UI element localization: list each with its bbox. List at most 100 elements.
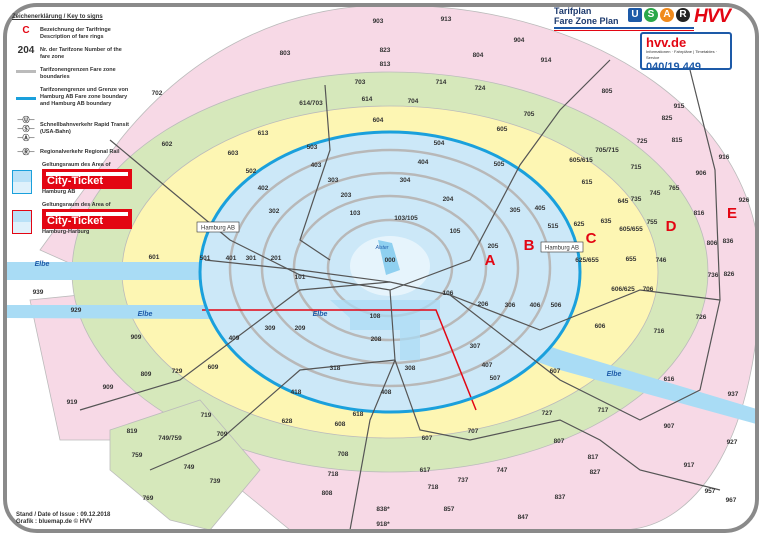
zone-label: 704 xyxy=(408,98,419,105)
zone-label: 504 xyxy=(434,140,445,147)
zone-label: 838* xyxy=(376,506,390,513)
elbe-label-center: Elbe xyxy=(313,311,328,318)
elbe-label-west: Elbe xyxy=(35,261,50,268)
zone-label: 819 xyxy=(127,428,138,435)
zone-label: 402 xyxy=(258,185,269,192)
zone-label: 749 xyxy=(184,464,195,471)
zone-label: 827 xyxy=(590,469,601,476)
zone-label: 617 xyxy=(420,467,431,474)
zone-label: 739 xyxy=(210,478,221,485)
zone-label: 209 xyxy=(295,325,306,332)
zone-label: 515 xyxy=(548,223,559,230)
elbe-river xyxy=(7,262,755,425)
zone-label: 103 xyxy=(350,210,361,217)
info-box: hvv.de Informationen · Fahrpläne | Timet… xyxy=(640,32,732,73)
zone-label: 759 xyxy=(132,452,143,459)
zone-label: 826 xyxy=(724,271,735,278)
zone-label: 601 xyxy=(149,254,160,261)
r-bahn-icon: R xyxy=(676,8,690,22)
zone-label: 918* xyxy=(376,521,390,528)
ab-boundary-line-icon xyxy=(16,97,36,100)
zone-label: 825 xyxy=(662,115,673,122)
zone-label: 957 xyxy=(705,488,716,495)
hamburg-harburg-boundary xyxy=(202,309,477,411)
zone-label: 502 xyxy=(246,168,257,175)
zone-label: 655 xyxy=(626,256,637,263)
zone-label: 625 xyxy=(574,221,585,228)
page-title: Tarifplan Fare Zone Plan xyxy=(554,6,619,26)
svg-text:Hamburg AB: Hamburg AB xyxy=(545,246,579,252)
services-text: Informationen · Fahrpläne | Timetables ·… xyxy=(646,49,718,60)
zone-label: 208 xyxy=(371,336,382,343)
city-ticket-label: City-Ticket xyxy=(47,215,104,227)
ring-symbol: C xyxy=(22,25,30,36)
hamburg-ab-swatch xyxy=(12,170,32,194)
zone-label: 406 xyxy=(530,302,541,309)
zone-label: 204 xyxy=(443,196,454,203)
zone-label: 709 xyxy=(217,431,228,438)
zone-label: 808 xyxy=(322,490,333,497)
zone-label: 815 xyxy=(672,137,683,144)
zone-label: 645 xyxy=(618,198,629,205)
zone-label: 608 xyxy=(335,421,346,428)
u-bahn-icon: U xyxy=(628,8,642,22)
title-de: Tarifplan xyxy=(554,6,592,16)
zone-label: 308 xyxy=(405,365,416,372)
zone-label: 727 xyxy=(542,410,553,417)
zone-label: 705 xyxy=(524,111,535,118)
zone-label: 909 xyxy=(103,384,114,391)
area2-name: Hamburg-Harburg xyxy=(42,229,90,235)
zone-label: 108 xyxy=(370,313,381,320)
zone-label: 718 xyxy=(328,471,339,478)
zone-label: 418 xyxy=(291,389,302,396)
ab-boundary-text: Tarifzonengrenze und Grenze von Hamburg … xyxy=(40,87,129,107)
city-ticket-label: City-Ticket xyxy=(47,175,104,187)
title-en: Fare Zone Plan xyxy=(554,16,619,26)
zone-label: 729 xyxy=(172,368,183,375)
zone-label: 615 xyxy=(582,179,593,186)
svg-text:Hamburg AB: Hamburg AB xyxy=(201,226,235,232)
zone-label: 907 xyxy=(664,423,675,430)
zone-label: 747 xyxy=(497,467,508,474)
area2-label: Geltungsraum des Area of xyxy=(42,202,111,208)
zone-label: 628 xyxy=(282,418,293,425)
zone-label: 823 xyxy=(380,47,391,54)
zone-label: 927 xyxy=(727,439,738,446)
zone-label: 405 xyxy=(535,205,546,212)
zone-label: 703 xyxy=(355,79,366,86)
zone-label: 307 xyxy=(470,343,481,350)
zone-label: 937 xyxy=(728,391,739,398)
zone-label: 904 xyxy=(514,37,525,44)
alster-label: Alster xyxy=(375,245,389,251)
zone-label: 717 xyxy=(598,407,609,414)
zone-label: 816 xyxy=(694,210,705,217)
zone-label: 769 xyxy=(143,495,154,502)
zone-label: 507 xyxy=(490,375,501,382)
zone-label: 708 xyxy=(338,451,349,458)
zone-labels: 000101103103/105105106108201203204205206… xyxy=(33,16,750,528)
zone-label: 616 xyxy=(664,376,675,383)
zone-label: 906 xyxy=(696,170,707,177)
zone-label: 301 xyxy=(246,255,257,262)
zone-label: 706 xyxy=(643,286,654,293)
zone-label: 857 xyxy=(444,506,455,513)
zone-label: 603 xyxy=(228,150,239,157)
zone-label: 714 xyxy=(436,79,447,86)
hamburg-ab-tag-west: Hamburg AB xyxy=(196,221,240,233)
zone-label: 755 xyxy=(647,219,658,226)
zone-label: 737 xyxy=(458,477,469,484)
zone-label: 101 xyxy=(295,274,306,281)
regional-rail-text: Regionalverkehr Regional Rail xyxy=(40,149,120,155)
zone-label: 604 xyxy=(373,117,384,124)
zone-label: 613 xyxy=(258,130,269,137)
zone-label: 505 xyxy=(494,161,505,168)
zone-label: 303 xyxy=(328,177,339,184)
header-rule xyxy=(554,27,694,29)
zone-label: 919 xyxy=(67,399,78,406)
website-link[interactable]: hvv.de xyxy=(646,35,687,50)
zone-label: 000 xyxy=(385,257,396,264)
zone-label: 318 xyxy=(330,365,341,372)
zone-label: 103/105 xyxy=(394,215,418,222)
